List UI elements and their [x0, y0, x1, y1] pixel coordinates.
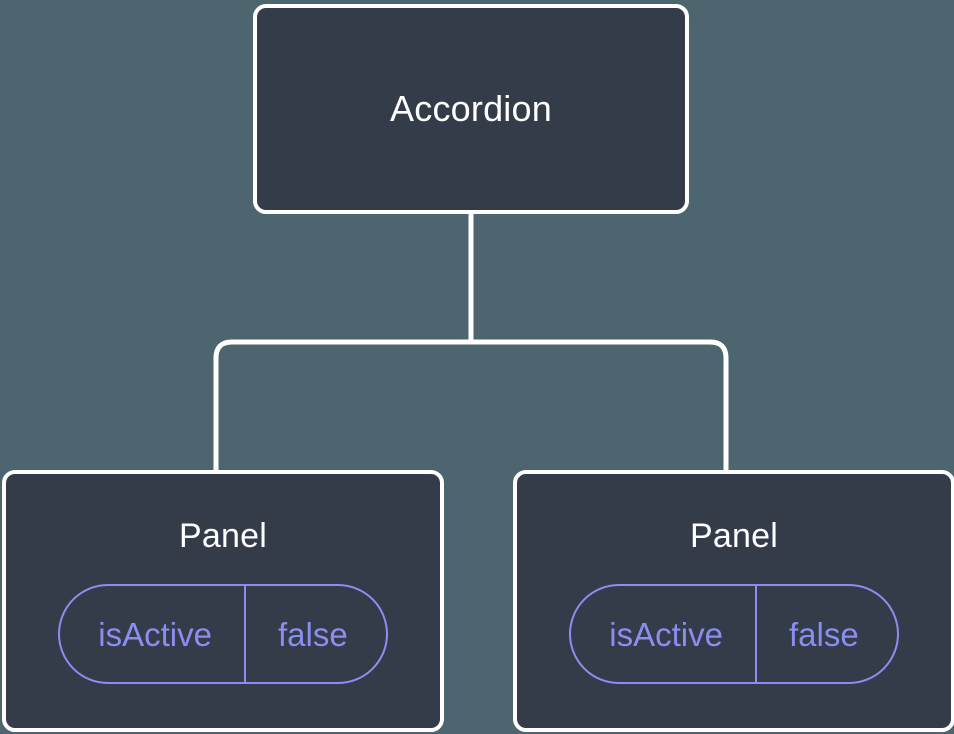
node-title-accordion: Accordion — [390, 88, 552, 129]
tree-node-accordion[interactable]: Accordion — [253, 4, 689, 214]
connector-branch-right — [471, 339, 729, 472]
tree-node-panel-right[interactable]: Panel isActive false — [513, 470, 954, 732]
prop-value-isactive-right: false — [754, 586, 897, 682]
prop-pill-isactive-left[interactable]: isActive false — [58, 584, 388, 684]
prop-key-isactive-left: isActive — [98, 615, 212, 653]
node-title-panel-left: Panel — [179, 517, 267, 555]
prop-value-isactive-left: false — [243, 586, 386, 682]
prop-key-isactive-right: isActive — [609, 615, 723, 653]
prop-pill-isactive-right[interactable]: isActive false — [569, 584, 899, 684]
node-title-panel-right: Panel — [690, 517, 778, 555]
tree-node-panel-left[interactable]: Panel isActive false — [2, 470, 444, 732]
connector-branch-left — [213, 339, 471, 472]
